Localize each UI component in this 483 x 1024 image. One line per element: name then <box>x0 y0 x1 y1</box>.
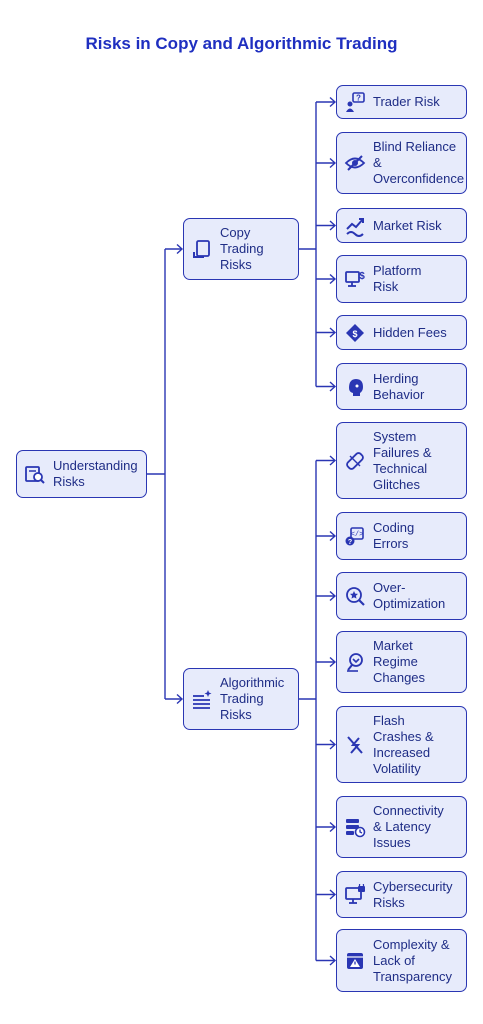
leaf-node-trader-risk-arrow <box>329 96 337 108</box>
head-icon <box>344 376 366 398</box>
chart-trend-icon <box>344 215 366 237</box>
price-tag-icon: $ <box>344 322 366 344</box>
leaf-node-blind-reliance-overconfidence-label: Blind Reliance&Overconfidence <box>373 139 465 186</box>
leaf-node-blind-reliance-overconfidence[interactable]: Blind Reliance&Overconfidence <box>336 132 467 194</box>
leaf-node-hidden-fees-arrow <box>329 327 337 338</box>
leaf-node-trader-risk[interactable]: ? Trader Risk <box>336 85 467 119</box>
leaf-node-herding-behavior-arrow <box>329 381 337 392</box>
lightning-icon <box>344 734 366 756</box>
leaf-node-market-risk[interactable]: Market Risk <box>336 208 467 243</box>
magnifier-star-icon <box>344 585 366 607</box>
book-search-icon <box>24 463 46 485</box>
leaf-node-over-optimization-arrow <box>329 590 337 602</box>
broken-bandage-icon <box>344 450 366 472</box>
leaf-node-blind-reliance-overconfidence-arrow <box>329 157 337 169</box>
leaf-node-hidden-fees-label: Hidden Fees <box>373 324 447 340</box>
warning-window-icon <box>344 950 366 972</box>
leaf-node-trader-risk-label: Trader Risk <box>373 94 440 109</box>
leaf-node-market-regime-changes-arrow <box>329 656 337 668</box>
leaf-node-coding-errors-arrow <box>329 530 337 542</box>
svg-text:?: ? <box>356 94 361 103</box>
svg-text:$: $ <box>352 329 357 339</box>
server-clock-icon <box>344 816 366 838</box>
leaf-node-flash-crashes-increased-volatility-arrow <box>329 739 337 750</box>
leaf-node-over-optimization[interactable]: Over-Optimization <box>336 572 467 620</box>
refresh-search-icon <box>344 651 366 673</box>
leaf-node-system-failures-technical-glitches-arrow <box>329 455 337 466</box>
svg-text:$: $ <box>359 271 365 282</box>
leaf-node-market-risk-label: Market Risk <box>373 217 442 233</box>
svg-text:?: ? <box>348 539 352 546</box>
person-question-icon: ? <box>344 91 366 113</box>
leaf-node-cybersecurity-risks-arrow <box>329 889 337 900</box>
branch-node-algorithmic-trading-risks-arrow <box>176 693 184 705</box>
leaf-node-connectivity-latency-issues-arrow <box>329 821 337 833</box>
monitor-dollar-icon: $ <box>344 268 366 290</box>
document-icon <box>191 238 213 260</box>
branch-node-copy-trading-risks-arrow <box>176 243 184 255</box>
eye-slash-icon <box>344 152 366 174</box>
sparkle-lines-icon <box>191 688 213 710</box>
leaf-node-market-risk-arrow <box>329 220 337 231</box>
leaf-node-platform-risk-arrow <box>329 273 337 285</box>
svg-text:</>: </> <box>351 531 364 539</box>
code-error-icon: </>? <box>344 525 366 547</box>
diagram-title: Risks in Copy and Algorithmic Trading <box>85 34 398 53</box>
monitor-lock-icon <box>344 883 366 906</box>
leaf-node-complexity-lack-of-transparency-arrow <box>329 955 337 966</box>
leaf-node-over-optimization-label: Over-Optimization <box>373 580 446 611</box>
leaf-node-hidden-fees[interactable]: $ Hidden Fees <box>336 315 467 350</box>
